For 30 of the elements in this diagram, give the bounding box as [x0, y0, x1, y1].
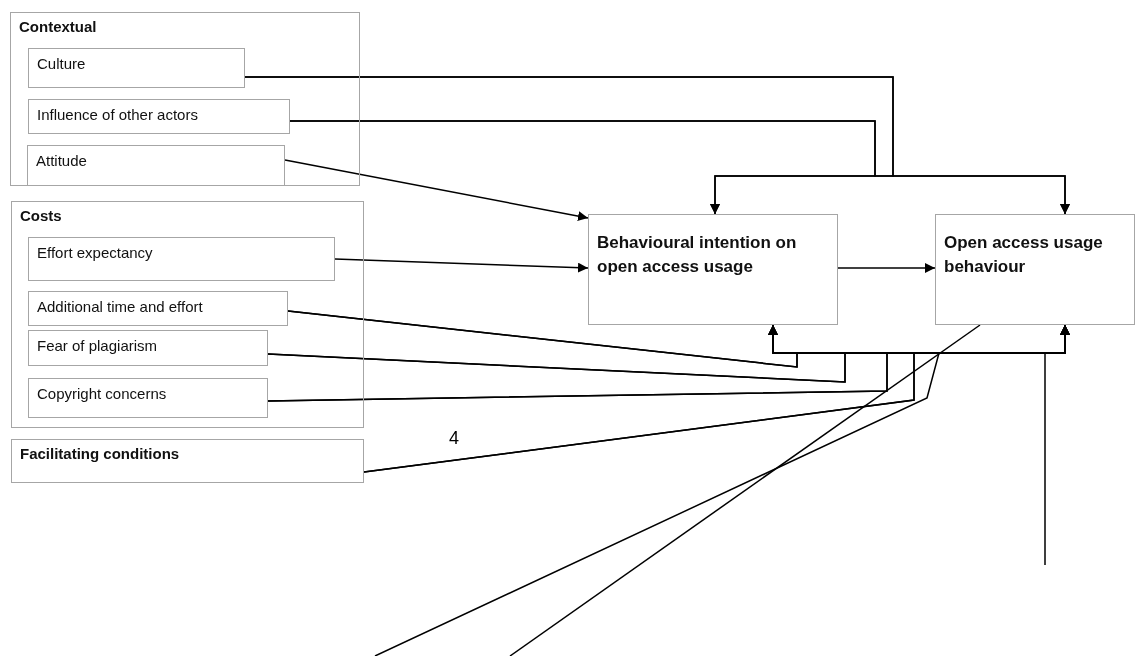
connector-arrow: [334, 258, 589, 273]
factor-box: [28, 48, 245, 88]
connector-arrow: [837, 263, 936, 273]
factor-box: [935, 214, 1135, 325]
factor-box: [588, 214, 838, 325]
group-heading: Costs: [20, 207, 63, 225]
factor-label: Culture: [37, 55, 87, 73]
factor-label: Fear of plagiarism: [37, 337, 159, 355]
connector-arrow: [289, 120, 1070, 215]
factor-box: [27, 145, 285, 186]
page-number: 4: [449, 428, 459, 449]
factor-label: Effort expectancy: [37, 244, 154, 262]
factor-label: Open access usage behaviour: [944, 232, 1104, 278]
group-box: [10, 12, 360, 186]
factor-box: [28, 99, 290, 134]
factor-label: Influence of other actors: [37, 106, 199, 124]
connector-arrow: [284, 159, 589, 222]
group-box: [11, 439, 364, 483]
factor-label: Attitude: [36, 152, 88, 170]
group-heading: Contextual: [19, 18, 98, 36]
factor-box: [28, 237, 335, 281]
group-box: [11, 201, 364, 428]
factor-label: Copyright concerns: [37, 385, 168, 403]
group-heading: Facilitating conditions: [20, 445, 181, 463]
connector-arrow: [374, 324, 1070, 656]
factor-label: Behavioural intention on open access usage: [597, 232, 798, 278]
factor-box: [28, 378, 268, 418]
factor-box: [28, 330, 268, 366]
factor-label: Additional time and effort: [37, 298, 204, 316]
factor-box: [28, 291, 288, 326]
